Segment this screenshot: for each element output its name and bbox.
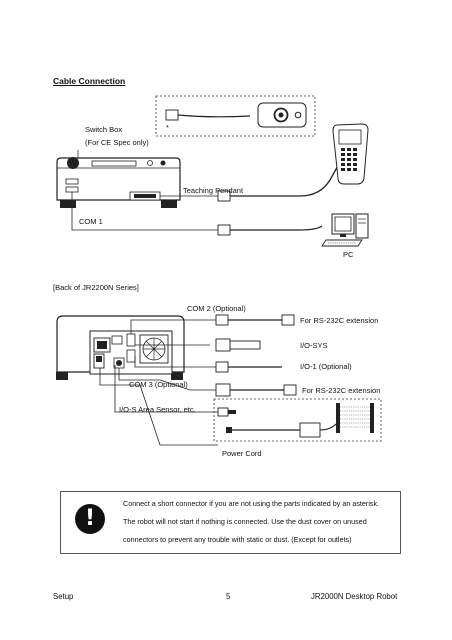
- footer-page-number: 5: [226, 592, 231, 601]
- switch-box-cable-connector: [165, 109, 179, 121]
- note-line-3: connectors to prevent any trouble with s…: [123, 535, 352, 544]
- rs232-extension-label-1: For RS-232C extension: [300, 316, 379, 325]
- caution-note-box: ! Connect a short connector if you are n…: [60, 491, 401, 554]
- io-s-label: I/O-S Area Sensor, etc.: [119, 405, 196, 414]
- switch-box-label: Switch Box: [85, 125, 123, 134]
- controller-front: [56, 157, 181, 201]
- asterisk-mark: *: [166, 123, 169, 132]
- com2-label: COM 2 (Optional): [187, 304, 246, 313]
- pc-label: PC: [343, 250, 354, 259]
- ce-spec-label: (For CE Spec only): [85, 138, 149, 147]
- com3-label: COM 3 (Optional): [129, 380, 188, 389]
- power-cord-label: Power Cord: [222, 449, 262, 458]
- note-line-2: The robot will not start if nothing is c…: [123, 517, 367, 526]
- footer-product: JR2000N Desktop Robot: [311, 592, 398, 601]
- exclamation-icon: !: [75, 504, 105, 534]
- area-sensor-dashed-frame: [213, 398, 382, 442]
- note-line-1: Connect a short connector if you are not…: [123, 499, 380, 508]
- section-title: Cable Connection: [53, 76, 126, 86]
- switch-box-dashed-frame: [155, 95, 316, 137]
- rs232-extension-label-2: For RS-232C extension: [302, 386, 381, 395]
- io-sys-label: I/O-SYS: [300, 341, 328, 350]
- footer-section: Setup: [53, 592, 74, 601]
- io-1-label: I/O-1 (Optional): [300, 362, 352, 371]
- back-caption: [Back of JR2200N Series]: [53, 283, 139, 292]
- pc-illustration: [321, 213, 369, 247]
- com1-label: COM 1: [79, 217, 103, 226]
- teaching-pendant-label: Teaching Pendant: [183, 186, 244, 195]
